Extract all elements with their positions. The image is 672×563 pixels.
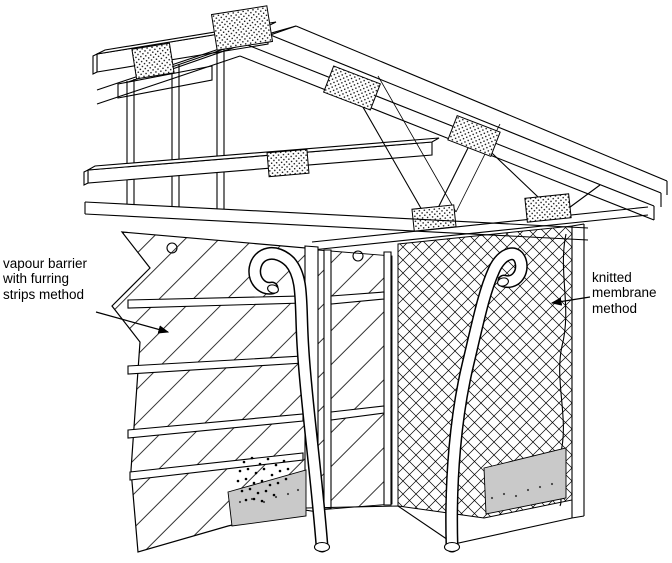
insulation-fill-left: [227, 469, 307, 527]
hose-nozzle: [443, 541, 461, 553]
furring-strip: [129, 452, 304, 481]
hose-opening: [497, 277, 509, 287]
gusset-plate: [524, 193, 572, 223]
insulation-fill-right: [483, 447, 567, 515]
gusset-plate: [131, 42, 175, 80]
label-arrow-right: [550, 296, 591, 306]
furring-strips: [127, 295, 304, 481]
roof-structure: [83, 5, 668, 262]
gusset-plate: [210, 5, 274, 51]
blow-hose-right: [443, 247, 528, 553]
hose-nozzle: [313, 541, 331, 553]
gusset-plate: [322, 65, 382, 111]
blow-hose-left: [248, 247, 331, 553]
stud: [323, 249, 332, 509]
noggin: [330, 405, 385, 421]
insulation-speckles: [238, 482, 554, 504]
gusset-plates: [131, 5, 572, 232]
label-vapour-barrier-method: vapour barrier with furring strips metho…: [3, 256, 88, 302]
stud: [383, 251, 392, 506]
roof-beam: [117, 65, 213, 99]
furring-strip: [127, 413, 304, 439]
floor-edge: [305, 505, 573, 545]
gusset-plate: [411, 204, 457, 232]
label-knitted-membrane-method: knitted membrane method: [592, 270, 657, 316]
gusset-plate: [266, 148, 310, 178]
label-arrow-left: [95, 311, 170, 334]
purlin-beam: [83, 137, 440, 186]
gusset-plate: [447, 114, 501, 158]
hose-opening: [267, 284, 279, 294]
wall-structure: [111, 223, 585, 553]
granule-spray: [236, 456, 290, 503]
membrane-crosshatch: [397, 225, 573, 519]
noggin: [330, 291, 385, 305]
corner-post: [571, 223, 585, 519]
